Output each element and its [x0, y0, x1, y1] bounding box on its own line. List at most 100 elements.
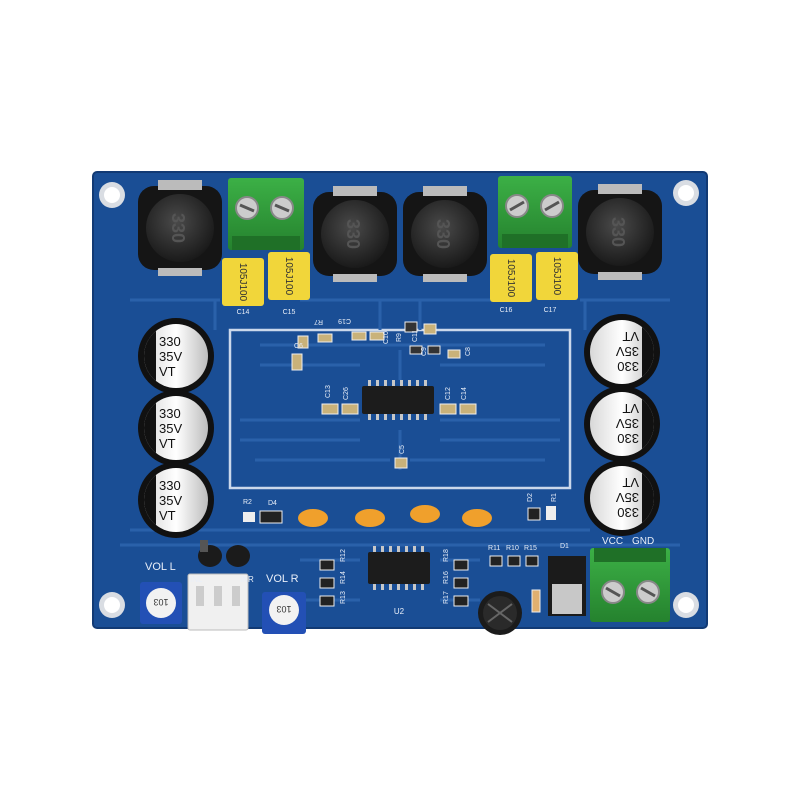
svg-text:VT: VT — [159, 436, 176, 451]
svg-text:35V: 35V — [159, 421, 182, 436]
small-electrolytic-cap — [478, 591, 522, 635]
mounting-hole-tl — [99, 182, 125, 208]
svg-text:35V: 35V — [159, 349, 182, 364]
svg-text:C14: C14 — [461, 387, 468, 400]
label-vcc: VCC — [602, 536, 623, 547]
diode-d1 — [548, 556, 586, 616]
inductor-4-marking: 330 — [608, 217, 628, 247]
input-caps — [198, 540, 250, 567]
input-connector — [187, 573, 249, 631]
svg-text:VT: VT — [159, 508, 176, 523]
svg-text:R18: R18 — [443, 549, 450, 562]
terminal-block-right-speaker — [498, 176, 572, 248]
inductor-1-marking: 330 — [168, 213, 188, 243]
svg-text:103: 103 — [276, 604, 291, 614]
svg-text:VT: VT — [159, 364, 176, 379]
inductor-2-marking: 330 — [343, 219, 363, 249]
film-cap-c14: 105J100 C14 — [222, 258, 264, 316]
svg-text:R12: R12 — [340, 549, 347, 562]
svg-text:330: 330 — [617, 431, 639, 446]
svg-text:D2: D2 — [527, 493, 534, 502]
chip-u2: U2 — [368, 546, 430, 616]
electrolytic-cap-right-2: 330 35V VT — [584, 386, 660, 462]
label-vol-l: VOL L — [145, 561, 176, 573]
svg-text:R2: R2 — [243, 499, 252, 506]
svg-text:330: 330 — [617, 505, 639, 520]
svg-text:103: 103 — [153, 597, 168, 607]
ceramic-cap-1 — [298, 509, 328, 527]
svg-text:D4: D4 — [268, 500, 277, 507]
label-u2: U2 — [394, 607, 405, 616]
svg-text:C13: C13 — [325, 385, 332, 398]
electrolytic-cap-left-1: 330 35V VT — [138, 318, 214, 394]
svg-text:R7: R7 — [314, 318, 323, 325]
pcb-traces — [120, 298, 680, 602]
svg-text:C5: C5 — [399, 445, 406, 454]
inductor-2: 330 — [313, 186, 397, 282]
svg-text:C8: C8 — [465, 347, 472, 356]
svg-text:C9: C9 — [421, 347, 428, 356]
svg-text:330: 330 — [159, 406, 181, 421]
svg-text:R13: R13 — [340, 591, 347, 604]
svg-text:35V: 35V — [159, 493, 182, 508]
mounting-hole-tr — [673, 180, 699, 206]
potentiometer-vol-l: 103 — [140, 582, 182, 624]
svg-text:C19: C19 — [338, 317, 351, 324]
ceramic-cap-4 — [462, 509, 492, 527]
svg-text:C26: C26 — [343, 387, 350, 400]
electrolytic-cap-right-3: 330 35V VT — [584, 460, 660, 536]
svg-text:R10: R10 — [506, 545, 519, 552]
ceramic-cap-3 — [410, 505, 440, 523]
label-inl: INL — [190, 575, 203, 584]
svg-text:35V: 35V — [616, 490, 639, 505]
svg-text:330: 330 — [159, 478, 181, 493]
smd-components — [243, 321, 556, 613]
svg-text:R16: R16 — [443, 571, 450, 584]
svg-text:35V: 35V — [616, 416, 639, 431]
svg-text:C6: C6 — [294, 343, 303, 350]
label-vol-r: VOL R — [266, 573, 299, 585]
film-cap-c16: 105J100 C16 — [490, 254, 532, 314]
film-cap-c15-marking: 105J100 — [283, 257, 294, 296]
svg-text:R1: R1 — [551, 493, 558, 502]
svg-text:R9: R9 — [396, 333, 403, 342]
film-cap-c14-marking: 105J100 — [237, 263, 248, 302]
svg-text:VT: VT — [622, 401, 639, 416]
electrolytic-cap-left-2: 330 35V VT — [138, 390, 214, 466]
svg-text:R14: R14 — [340, 571, 347, 584]
svg-text:35V: 35V — [616, 344, 639, 359]
potentiometer-vol-r: 103 — [262, 592, 306, 634]
svg-text:C12: C12 — [445, 387, 452, 400]
electrolytic-cap-right-1: 330 35V VT — [584, 314, 660, 390]
film-cap-c17-marking: 105J100 — [551, 257, 562, 296]
terminal-block-left-speaker — [228, 178, 304, 250]
inductor-3: 330 — [403, 186, 487, 282]
svg-text:VT: VT — [622, 329, 639, 344]
film-cap-c16-marking: 105J100 — [505, 259, 516, 298]
main-amplifier-chip — [362, 380, 434, 420]
mounting-hole-br — [673, 592, 699, 618]
film-cap-c17: 105J100 C17 — [536, 252, 578, 314]
ceramic-cap-2 — [355, 509, 385, 527]
mounting-hole-bl — [99, 592, 125, 618]
svg-text:R15: R15 — [524, 545, 537, 552]
svg-text:VT: VT — [622, 475, 639, 490]
label-c15: C15 — [283, 309, 296, 316]
inductor-1: 330 — [138, 180, 222, 276]
svg-text:C11: C11 — [412, 330, 419, 342]
label-d1: D1 — [560, 543, 569, 550]
label-c14: C14 — [237, 309, 250, 316]
svg-text:C10: C10 — [383, 331, 390, 344]
label-gnd: GND — [632, 536, 654, 547]
electrolytic-cap-left-3: 330 35V VT — [138, 462, 214, 538]
label-inr: INR — [240, 575, 254, 584]
silkscreen-labels: C13 C26 C12 C14 C5 R7 C19 C10 R9 C11 C9 … — [243, 317, 569, 604]
film-cap-c15: 105J100 C15 — [268, 252, 310, 316]
inductor-4: 330 — [578, 184, 662, 280]
label-c17: C17 — [544, 307, 557, 314]
terminal-block-power — [590, 548, 670, 622]
svg-text:R11: R11 — [488, 545, 500, 552]
svg-text:R17: R17 — [443, 591, 450, 604]
svg-text:330: 330 — [617, 359, 639, 374]
